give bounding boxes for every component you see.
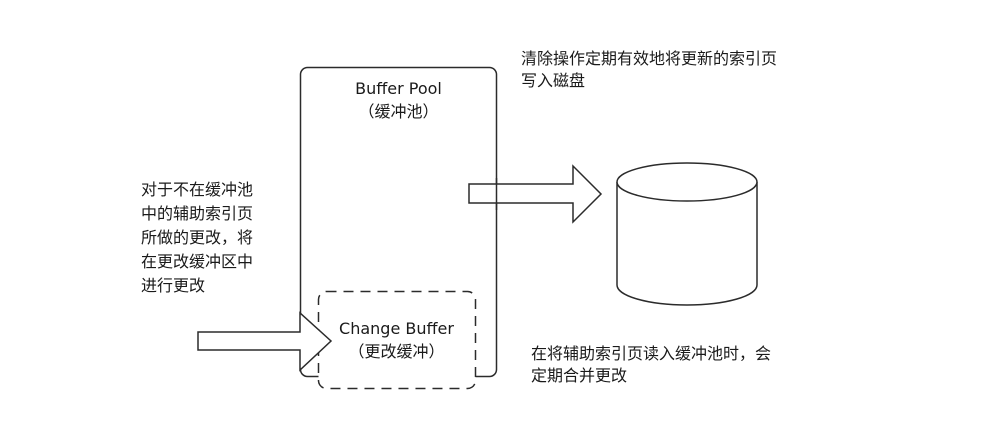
note-line: 在更改缓冲区中 (141, 252, 254, 271)
database-cylinder-icon (616, 162, 758, 306)
note-line: 对于不在缓冲池 (141, 180, 254, 199)
change-buffer-title: Change Buffer (339, 319, 454, 338)
note-change-buffering: 对于不在缓冲池 中的辅助索引页 所做的更改，将 在更改缓冲区中 进行更改 (141, 178, 281, 298)
flush-to-disk-arrow (468, 164, 603, 224)
buffer-pool-title: Buffer Pool (355, 79, 442, 98)
note-line: 中的辅助索引页 (141, 204, 254, 223)
note-line: 进行更改 (141, 276, 206, 295)
incoming-change-arrow (197, 311, 333, 372)
change-buffer-box (317, 290, 477, 390)
note-purge-line-1: 清除操作定期有效地将更新的索引页 (521, 49, 778, 68)
note-merge-line-2: 定期合并更改 (531, 366, 628, 385)
change-buffer-subtitle: （更改缓冲） (348, 342, 445, 361)
buffer-pool-subtitle: （缓冲池） (358, 102, 439, 121)
note-purge-line-2: 写入磁盘 (521, 71, 586, 90)
note-merge-line-1: 在将辅助索引页读入缓冲池时，会 (531, 344, 772, 363)
note-line: 所做的更改，将 (141, 228, 254, 247)
